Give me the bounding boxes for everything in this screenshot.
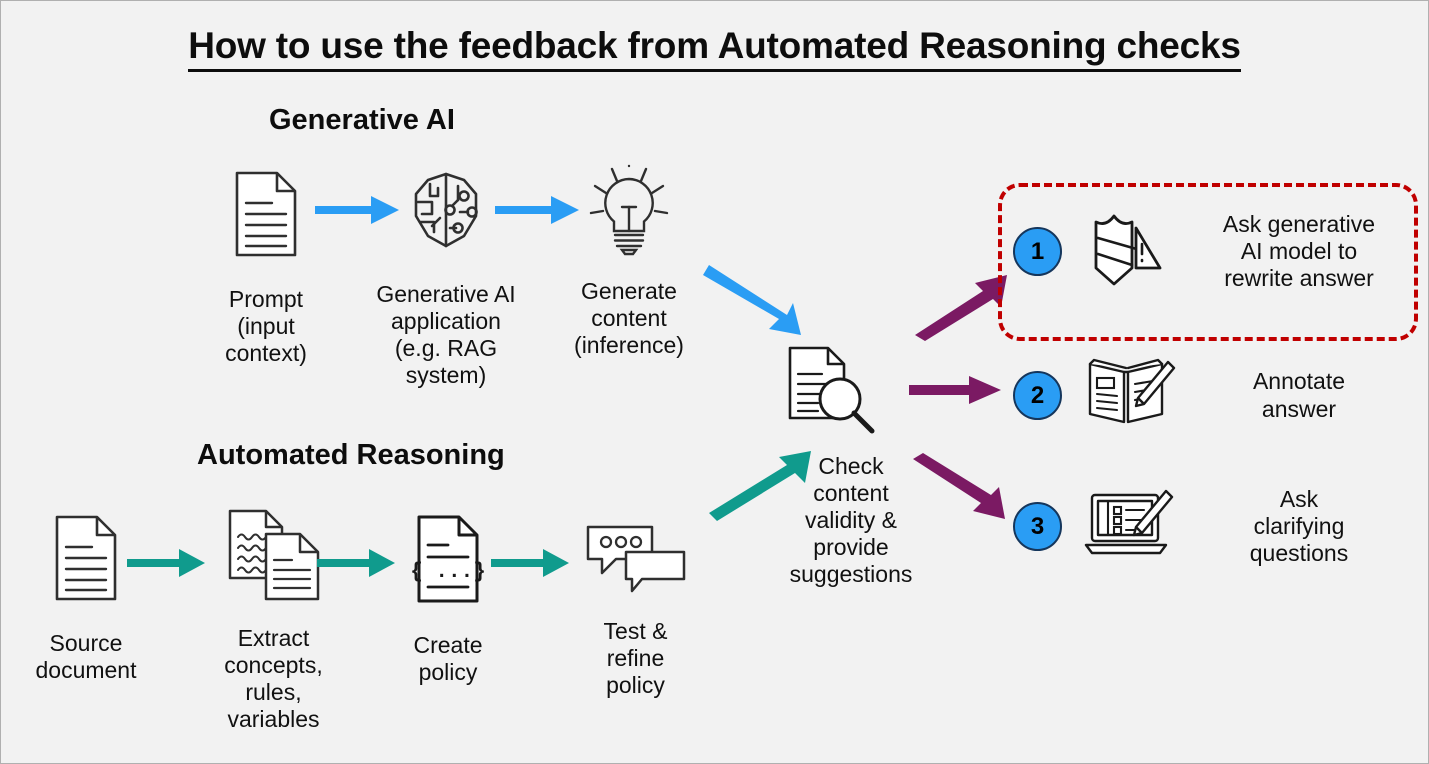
ar-step-test-refine: Test & refine policy <box>558 519 713 699</box>
two-documents-icon <box>222 506 326 609</box>
arrow-purple-to-option-2 <box>907 374 1003 411</box>
arrow-purple-to-option-1 <box>911 271 1011 348</box>
option-row-2[interactable]: 2 <box>1013 356 1408 435</box>
document-magnifier-icon <box>784 344 880 441</box>
ar-step-source-document-label: Source document <box>35 630 137 683</box>
brain-chip-icon <box>400 166 492 263</box>
arrow-blue-prompt-to-app <box>313 193 401 232</box>
arrow-purple-to-option-3 <box>909 453 1009 530</box>
option-label-1: Ask generative AI model to rewrite answe… <box>1222 210 1376 292</box>
option-badge-2: 2 <box>1013 371 1062 420</box>
ar-step-test-refine-label: Test & refine policy <box>603 618 668 698</box>
center-node-label: Check content validity & provide suggest… <box>789 453 913 587</box>
chat-bubbles-icon <box>580 519 692 604</box>
ar-step-create-policy: { ...} Create policy <box>373 513 523 686</box>
gen-ai-step-generate-label: Generate content (inference) <box>574 278 684 358</box>
gen-ai-step-generate: Generate content (inference) <box>549 161 709 359</box>
section-heading-automated-reasoning: Automated Reasoning <box>197 439 505 471</box>
option-badge-1: 1 <box>1013 227 1062 276</box>
option-1-highlight-box <box>998 183 1418 341</box>
option-row-3[interactable]: 3 <box>1013 486 1408 567</box>
gen-ai-step-prompt-label: Prompt (input context) <box>225 286 307 366</box>
arrow-teal-to-check <box>701 431 821 526</box>
lightbulb-icon <box>577 161 681 270</box>
option-badge-3: 3 <box>1013 502 1062 552</box>
option-label-3: Ask clarifying questions <box>1249 486 1349 567</box>
ar-step-extract-concepts-label: Extract concepts, rules, variables <box>224 625 323 732</box>
option-label-2: Annotate answer <box>1252 368 1346 422</box>
page-title: How to use the feedback from Automated R… <box>1 25 1428 72</box>
ar-step-source-document: Source document <box>6 513 166 684</box>
arrow-blue-app-to-generate <box>493 193 581 232</box>
laptop-checklist-pencil-icon <box>1084 487 1176 566</box>
document-icon <box>231 169 301 264</box>
ar-step-create-policy-label: Create policy <box>413 632 483 685</box>
ar-step-extract-concepts: Extract concepts, rules, variables <box>191 506 356 733</box>
shield-warning-icon <box>1084 206 1176 297</box>
gen-ai-step-prompt: Prompt (input context) <box>186 169 346 367</box>
book-pencil-icon <box>1084 356 1176 435</box>
arrow-teal-create-to-test <box>489 546 571 585</box>
arrow-teal-extract-to-create <box>315 546 397 585</box>
arrow-teal-source-to-extract <box>125 546 207 585</box>
section-heading-generative-ai: Generative AI <box>269 104 455 136</box>
gen-ai-step-application-label: Generative AI application (e.g. RAG syst… <box>376 281 516 388</box>
svg-text:{ ...}: { ...} <box>411 561 485 584</box>
page-title-text: How to use the feedback from Automated R… <box>188 25 1241 72</box>
gen-ai-step-application: Generative AI application (e.g. RAG syst… <box>366 166 526 389</box>
arrow-blue-to-check <box>701 259 821 354</box>
center-node-icon <box>784 344 880 441</box>
policy-document-icon: { ...} <box>410 513 486 610</box>
option-row-1[interactable]: 1 Ask generative AI model to rewrite ans… <box>1013 206 1408 297</box>
document-icon <box>51 513 121 608</box>
